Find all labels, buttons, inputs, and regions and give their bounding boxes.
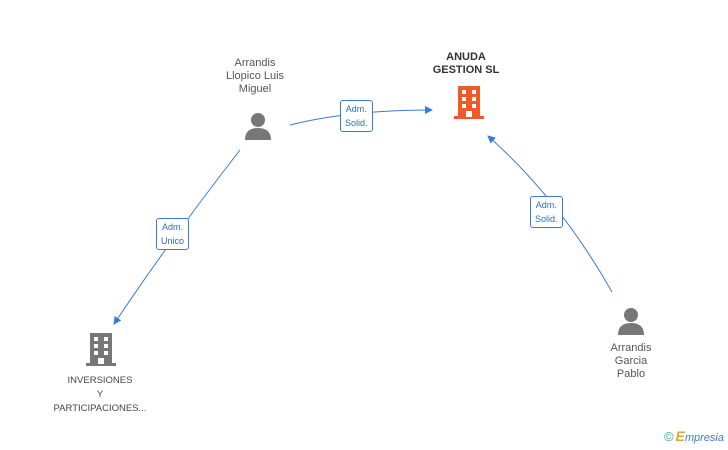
company-name-anuda[interactable]: ANUDA GESTION SL	[432, 51, 500, 76]
edge-label-adm-unico[interactable]: Adm. Unico	[156, 218, 190, 250]
company-name-inversiones[interactable]: INVERSIONES Y PARTICIPACIONES...	[53, 375, 147, 414]
empresia-watermark: ©Empresia	[664, 428, 724, 444]
edge-label-adm-solid[interactable]: Adm. Solid.	[530, 196, 563, 228]
person-name-llopico[interactable]: Arrandis Llopico Luis Miguel	[225, 57, 285, 95]
person-icon[interactable]	[616, 306, 646, 336]
person-icon[interactable]	[243, 111, 273, 141]
building-icon[interactable]	[84, 331, 118, 367]
building-icon[interactable]	[452, 84, 486, 120]
person-name-garcia[interactable]: Arrandis Garcia Pablo	[610, 342, 652, 380]
empresia-logo-text: mpresia	[684, 432, 724, 444]
edge-label-adm-solid[interactable]: Adm. Solid.	[340, 100, 373, 132]
empresia-logo-initial: E	[675, 428, 685, 444]
copyright-icon: ©	[663, 429, 674, 444]
